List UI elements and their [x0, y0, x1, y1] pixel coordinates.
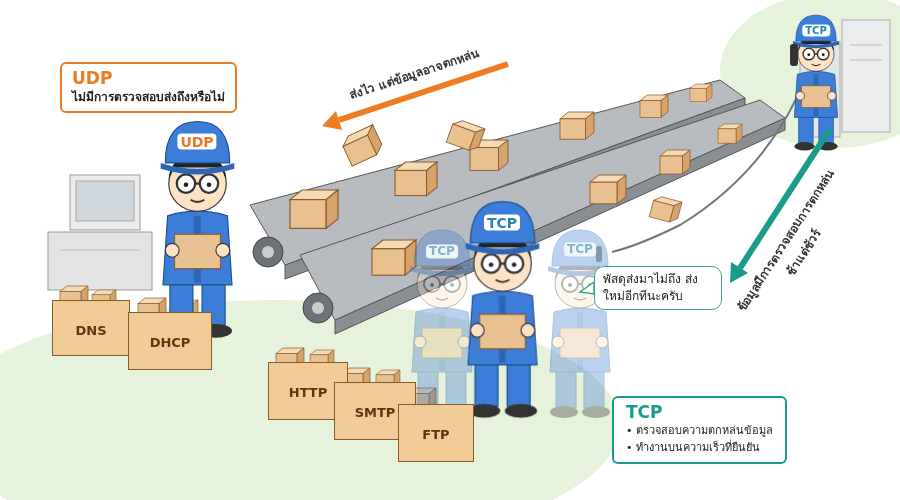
box-body: • ตรวจสอบความตกหล่นข้อมูล [626, 423, 773, 440]
cap-label: TCP [802, 25, 830, 37]
ghost-worker [410, 230, 474, 418]
box-text: DNS [53, 323, 129, 340]
server-icon [842, 20, 890, 132]
bubble-tail [580, 282, 594, 294]
cap-label-holder: TCP [564, 238, 596, 257]
protocol-box: TCP• ตรวจสอบความตกหล่นข้อมูล• ทำงานบนควา… [612, 396, 787, 464]
box-text: TCP [626, 401, 773, 423]
parcel [372, 240, 416, 275]
server-icon [850, 60, 882, 61]
speech-bubble: พัสดุส่งมาไม่ถึง ส่งใหม่อีกทีนะครับ [594, 266, 722, 310]
parcel [640, 95, 668, 117]
conveyor-belt [253, 237, 283, 267]
bubble-tail [580, 282, 594, 294]
conveyor-belt [300, 100, 785, 320]
box-text: FTP [399, 427, 473, 444]
computer-icon [70, 175, 140, 230]
box-text: HTTP [269, 385, 347, 402]
flow-arrow [730, 262, 748, 283]
phone-handset [596, 246, 602, 262]
protocol-box: UDPไม่มีการตรวจสอบส่งถึงหรือไม่ [60, 62, 237, 113]
parcel [590, 175, 626, 204]
parcel [560, 112, 594, 139]
ghost-worker [548, 230, 612, 418]
phone-cord [612, 72, 808, 252]
flow-arrow [322, 111, 342, 130]
computer-icon [48, 175, 152, 290]
phone-handset [790, 44, 798, 66]
parcel [290, 190, 338, 228]
worker-figure [793, 15, 839, 150]
worker-figure [466, 202, 540, 418]
parcel [690, 84, 712, 102]
parcel [649, 195, 682, 224]
worker-figure [161, 122, 235, 338]
cap-label: TCP [484, 215, 520, 231]
box-body: • ทำงานบนความเร็วที่ยืนยัน [626, 440, 773, 457]
parcel [446, 118, 485, 153]
flow-arrow [322, 64, 830, 283]
box-text: พัสดุส่งมาไม่ถึง ส่งใหม่อีกทีนะครับ [603, 271, 713, 305]
parcel [718, 124, 742, 143]
parcel [340, 125, 385, 166]
cap-label-holder: TCP [484, 213, 520, 232]
cap-label-holder: TCP [802, 19, 830, 38]
cap-label: TCP [426, 245, 458, 259]
cap-label: UDP [177, 134, 216, 150]
cap-label-holder: TCP [426, 240, 458, 259]
conveyor-belt [303, 293, 333, 323]
parcel [660, 150, 690, 174]
crate-box: FTP [398, 404, 474, 462]
parcel [395, 162, 437, 196]
conveyor-belt [312, 302, 324, 314]
box-text: SMTP [335, 405, 415, 422]
worker-figure [161, 15, 839, 417]
server-icon [850, 45, 882, 46]
cap-label: TCP [564, 243, 596, 257]
box-body: ไม่มีการตรวจสอบส่งถึงหรือไม่ [72, 89, 225, 106]
conveyor-belt [262, 246, 274, 258]
computer-icon [48, 232, 152, 290]
box-text: UDP [72, 67, 225, 89]
phone-cord [612, 72, 808, 252]
computer-icon [76, 181, 134, 221]
arrow-label: ข้อมูลมีการตรวจสอบการตกหล่น [732, 165, 838, 315]
computer-icon [60, 250, 140, 251]
crate-box: DHCP [128, 312, 212, 370]
crate-box: DNS [52, 300, 130, 356]
box-text: DHCP [129, 335, 211, 352]
cap-label-holder: UDP [177, 132, 216, 151]
